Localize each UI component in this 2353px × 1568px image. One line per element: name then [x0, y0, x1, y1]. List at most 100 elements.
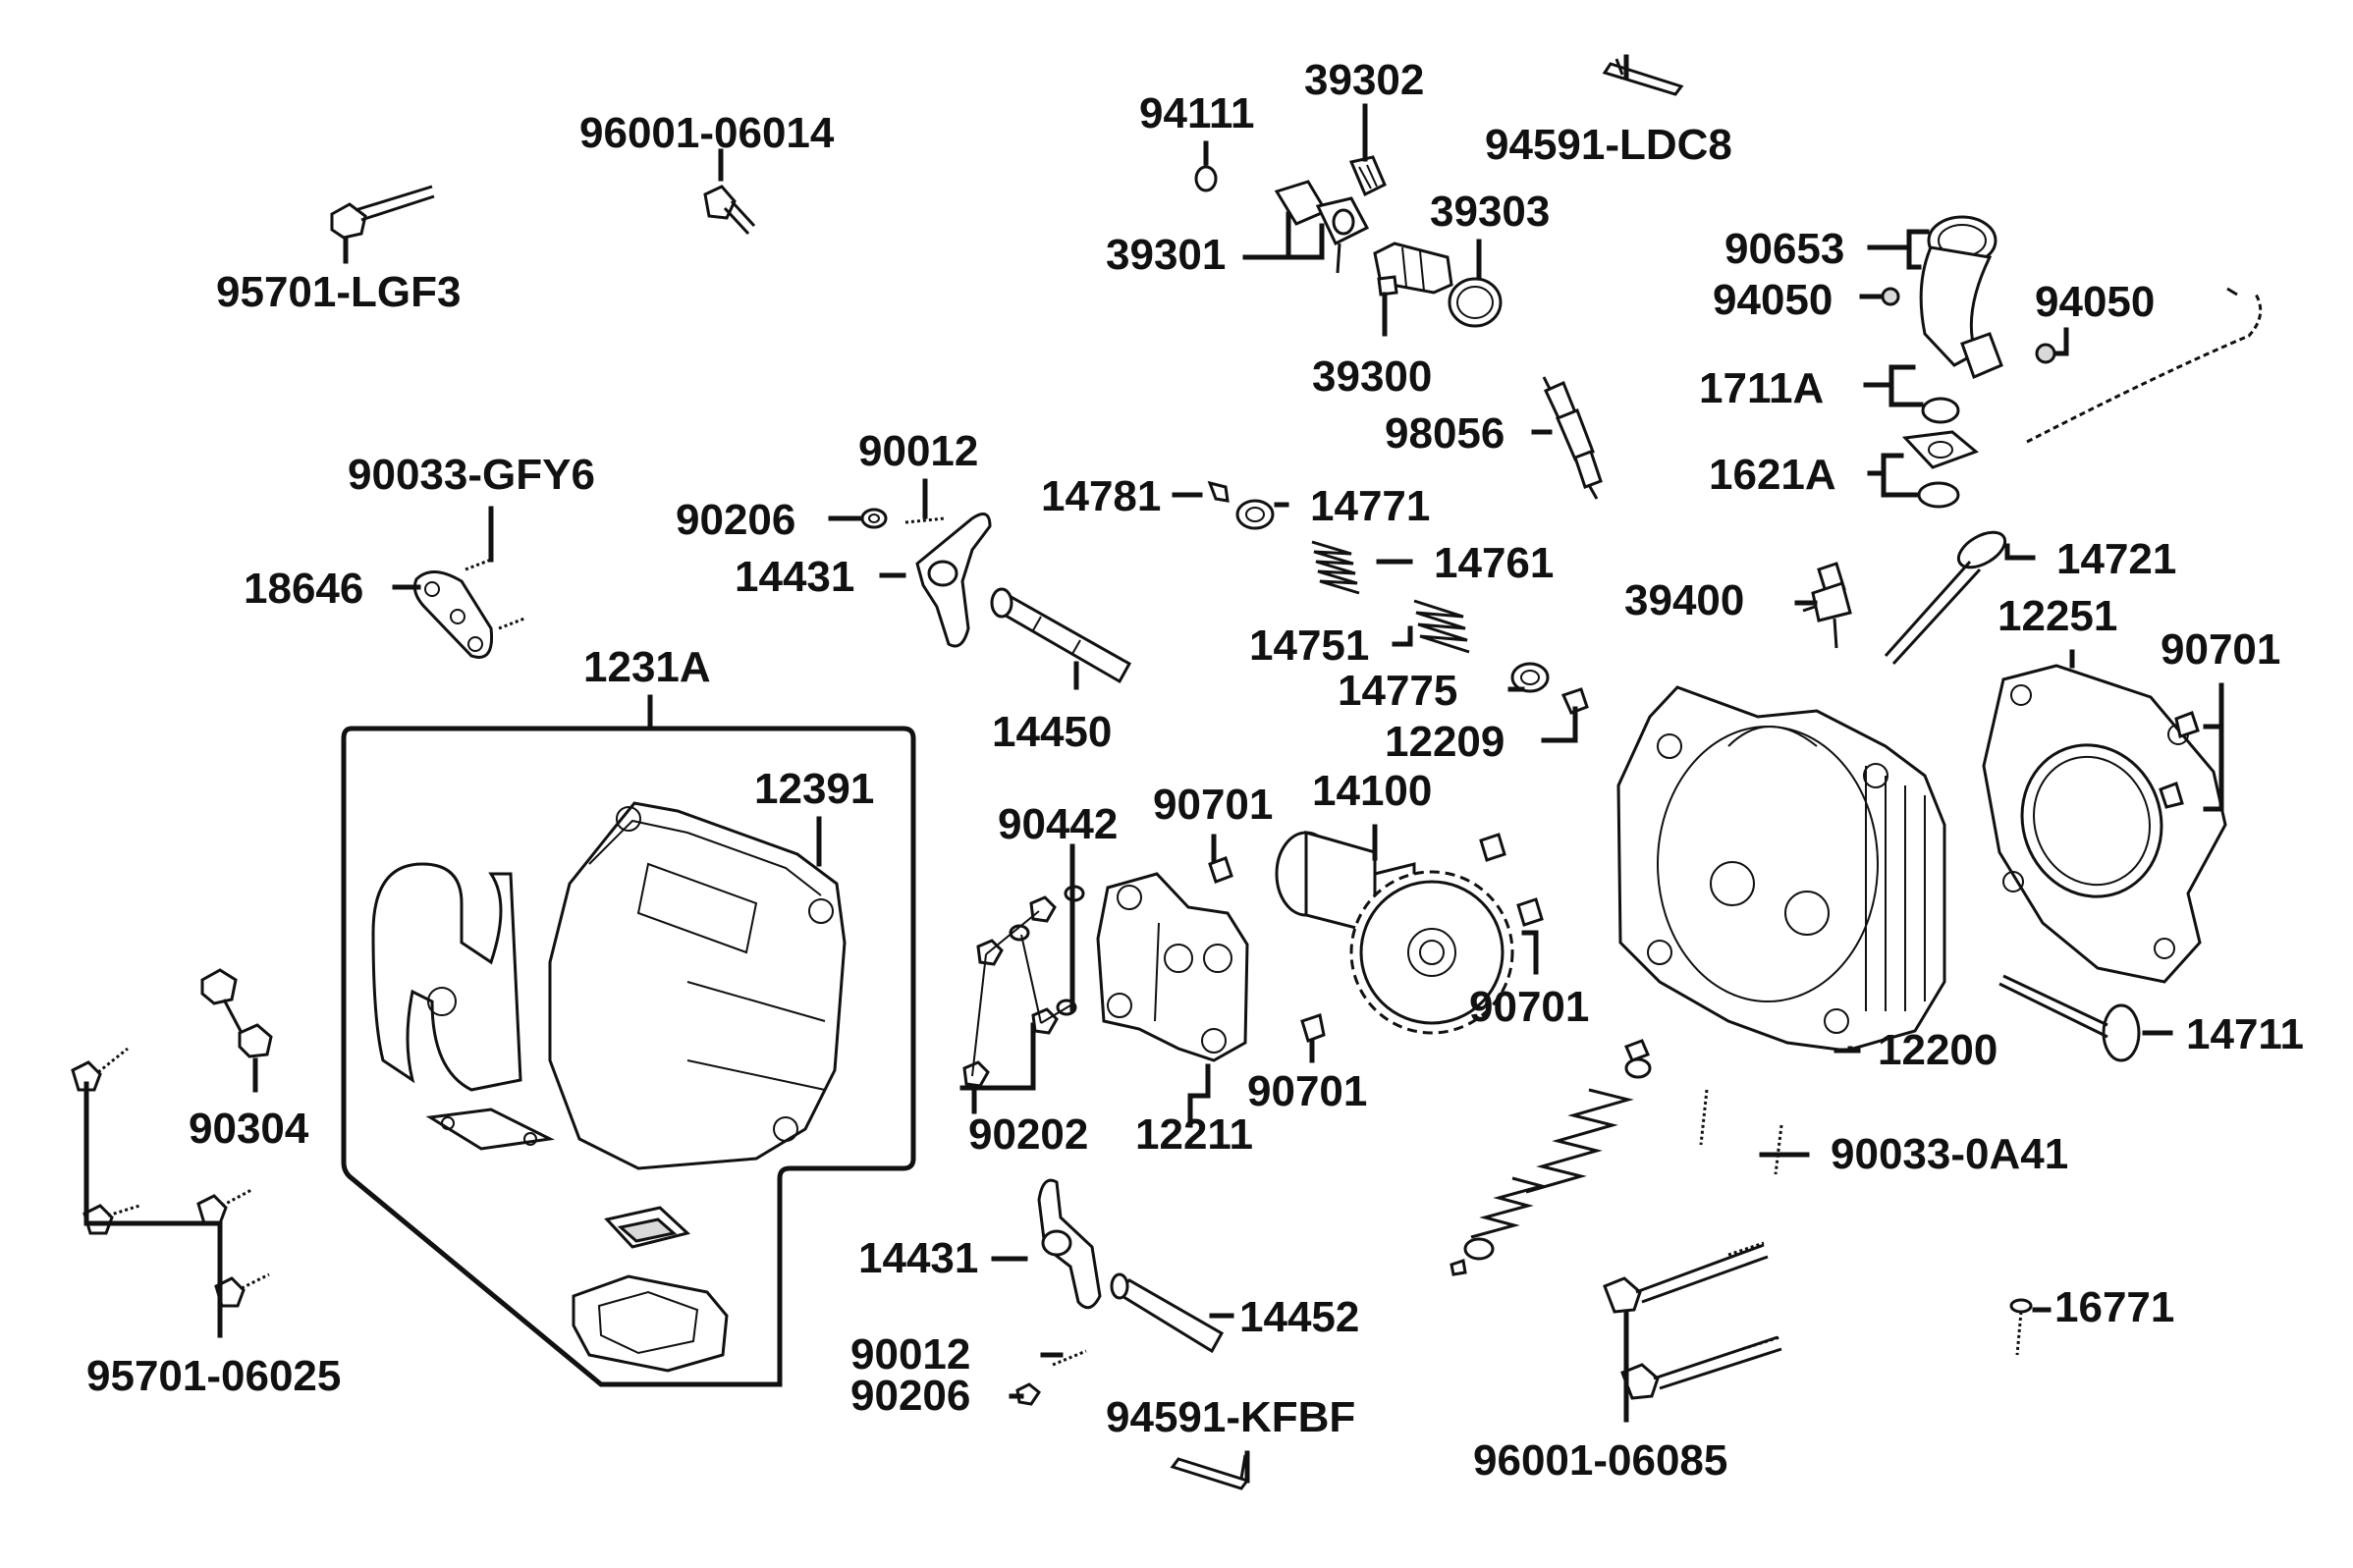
dowel-90701-bottom	[1300, 1013, 1326, 1043]
nuts-90202	[962, 895, 1059, 1088]
label-94591-ldc8: 94591-LDC8	[1485, 121, 1732, 169]
dowel-90701-right	[2159, 711, 2200, 809]
label-90202: 90202	[968, 1110, 1088, 1159]
label-90701-mid-bottom: 90701	[1247, 1067, 1367, 1115]
rocker-arm-14431-lower	[1037, 1178, 1102, 1310]
label-14100: 14100	[1312, 767, 1432, 815]
studs-90033-0a41	[1699, 1089, 1783, 1175]
leader-lines	[83, 54, 2224, 1484]
head-cover-12391	[548, 801, 847, 1170]
label-95701-lgf3: 95701-LGF3	[216, 268, 461, 316]
cap-nuts-90304	[200, 968, 273, 1058]
label-14431-lower: 14431	[858, 1234, 978, 1282]
label-94111: 94111	[1139, 89, 1255, 137]
label-14775: 14775	[1338, 667, 1457, 715]
label-14771: 14771	[1310, 482, 1430, 530]
label-18646: 18646	[244, 565, 363, 613]
bolt-94050-left	[1881, 287, 1900, 306]
oring-1711a	[1921, 397, 1960, 424]
label-95701-06025: 95701-06025	[86, 1352, 341, 1400]
label-39301: 39301	[1106, 231, 1226, 279]
label-90033-0a41: 90033-0A41	[1831, 1130, 2068, 1178]
bolt-90012-lower	[1052, 1349, 1087, 1367]
label-90701-right: 90701	[2161, 625, 2280, 674]
label-90206-upper: 90206	[676, 496, 795, 544]
part-labels: 96001-06014 95701-LGF3 94111 39302 94591…	[86, 56, 2304, 1485]
seal-12209	[1560, 687, 1589, 715]
bolt-94050-right	[2035, 343, 2056, 364]
strap-94591-kfbf	[1170, 1454, 1250, 1490]
valve-springs-lower	[1450, 1039, 1652, 1276]
dowel-90701-top	[1208, 856, 1233, 884]
label-94050-left: 94050	[1713, 276, 1833, 324]
intake-manifold-1711a	[1919, 215, 2003, 380]
label-90304: 90304	[189, 1105, 309, 1153]
label-1231a: 1231A	[583, 643, 711, 691]
label-12209: 12209	[1385, 718, 1505, 766]
label-90012-lower: 90012	[850, 1330, 970, 1379]
injector-39300	[1373, 242, 1453, 297]
connector-39302	[1348, 155, 1387, 197]
label-14751: 14751	[1249, 622, 1369, 670]
rocker-arm-14431-upper	[915, 513, 992, 648]
bolt-16771	[2009, 1298, 2033, 1356]
seat-14775	[1510, 662, 1550, 693]
valve-housing	[572, 1274, 729, 1373]
label-90653: 90653	[1724, 225, 1844, 273]
reed-valve	[604, 1206, 691, 1249]
label-98056: 98056	[1385, 409, 1505, 458]
label-39300: 39300	[1312, 352, 1432, 401]
label-12200: 12200	[1878, 1026, 1997, 1074]
label-96001-06085: 96001-06085	[1473, 1436, 1727, 1485]
sensor-39400	[1802, 562, 1852, 649]
label-14431-upper: 14431	[735, 553, 854, 601]
label-90442: 90442	[998, 800, 1118, 848]
label-90701-mid-top: 90701	[1153, 781, 1273, 829]
retainer-14771	[1235, 499, 1275, 530]
strap-94591-ldc8	[1602, 58, 1684, 96]
label-1711a: 1711A	[1699, 364, 1824, 412]
bolt-95701-lgf3	[330, 185, 435, 240]
plate-18646	[412, 570, 494, 659]
label-39302: 39302	[1304, 56, 1424, 104]
label-14450: 14450	[992, 708, 1112, 756]
bolts-96001-06085	[1603, 1241, 1782, 1400]
dowels-90701-mid-right	[1479, 833, 1544, 927]
bolt-90012-upper	[904, 516, 946, 524]
valve-14711	[1998, 974, 2141, 1062]
label-94050-right: 94050	[2035, 278, 2155, 326]
spark-plug-98056	[1542, 376, 1603, 500]
label-39303: 39303	[1430, 188, 1550, 236]
cotter-14781	[1207, 480, 1230, 503]
nut-90206-upper	[860, 508, 888, 529]
cam-holder-12211	[1096, 872, 1249, 1062]
nut-90206-lower	[1015, 1382, 1042, 1406]
label-12251: 12251	[1997, 592, 2117, 640]
bolt-96001-06014	[703, 185, 756, 236]
spring-14751	[1413, 599, 1470, 654]
cam-sprocket	[1349, 870, 1514, 1035]
label-14721: 14721	[2056, 535, 2176, 583]
rocker-shaft-14452	[1110, 1272, 1225, 1354]
gasket-1621a	[1901, 430, 1979, 509]
label-90206-lower: 90206	[850, 1372, 970, 1420]
breather-hose	[2026, 287, 2263, 444]
label-12211: 12211	[1135, 1110, 1253, 1159]
label-94591-kfbf: 94591-KFBF	[1106, 1393, 1355, 1441]
label-1621a: 1621A	[1709, 451, 1836, 499]
label-14452: 14452	[1239, 1293, 1359, 1341]
breather-pipe	[371, 862, 522, 1092]
label-14781: 14781	[1041, 472, 1161, 520]
label-90033-gfy6: 90033-GFY6	[348, 451, 595, 499]
label-96001-06014: 96001-06014	[579, 109, 835, 157]
cylinder-head-12200	[1616, 685, 1946, 1053]
label-39400: 39400	[1624, 576, 1744, 624]
label-14761: 14761	[1434, 539, 1554, 587]
valve-14721	[1884, 530, 2007, 666]
label-12391: 12391	[754, 765, 874, 813]
label-90012-upper: 90012	[858, 427, 978, 475]
label-16771: 16771	[2054, 1283, 2174, 1331]
label-14711: 14711	[2186, 1010, 2304, 1058]
head-gasket-12251	[1982, 664, 2227, 984]
